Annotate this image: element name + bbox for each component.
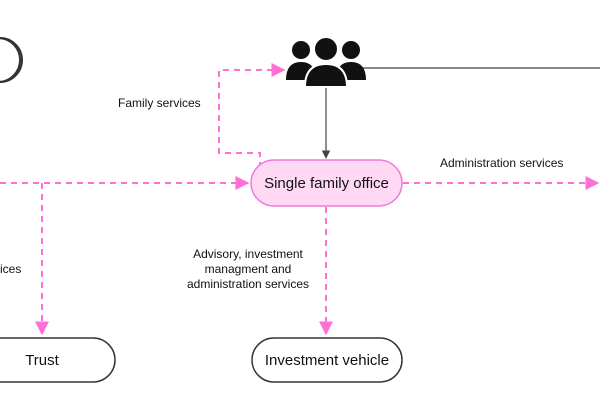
family-services-edge bbox=[218, 63, 286, 168]
people-icon bbox=[286, 36, 366, 88]
investment-vehicle-node bbox=[251, 337, 403, 383]
trust-label: Trust bbox=[25, 352, 59, 369]
trust-node bbox=[0, 337, 116, 383]
advisory-label-line3: administration services bbox=[187, 277, 309, 291]
single-family-office-node bbox=[250, 159, 403, 207]
single-family-office-label: Single family office bbox=[264, 175, 389, 192]
advisory-label-line2: managment and bbox=[205, 262, 292, 276]
partial-node-left bbox=[0, 37, 23, 83]
family-services-label: Family services bbox=[118, 96, 201, 110]
investment-vehicle-label: Investment vehicle bbox=[265, 352, 389, 369]
administration-services-label: Administration services bbox=[440, 156, 563, 170]
advisory-label-line1: Advisory, investment bbox=[193, 247, 303, 261]
partial-node-left-cap bbox=[0, 37, 21, 83]
left-partial-label: ices bbox=[0, 262, 21, 276]
